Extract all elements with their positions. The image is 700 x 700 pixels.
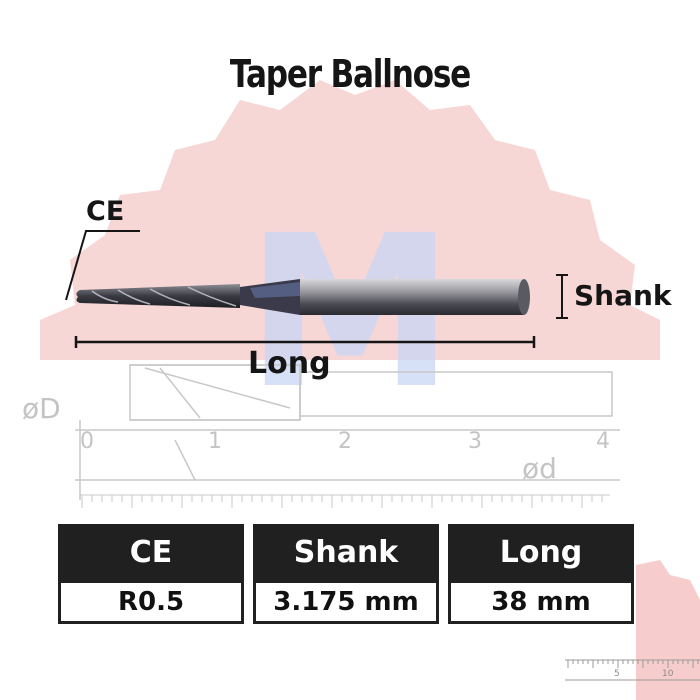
shank-label: Shank bbox=[574, 279, 672, 312]
technical-drawing bbox=[75, 364, 620, 500]
shank-dimension-bracket bbox=[556, 274, 568, 319]
ce-leader-line bbox=[65, 230, 140, 301]
scale-number-4: 4 bbox=[596, 429, 610, 454]
diameter-label-right: ød bbox=[522, 452, 557, 485]
tool-shank bbox=[300, 279, 530, 315]
table-value-ce: R0.5 bbox=[58, 580, 244, 624]
corner-scale-5: 5 bbox=[614, 669, 620, 679]
scale-number-1: 1 bbox=[208, 429, 222, 454]
diameter-label-left: øD bbox=[22, 392, 61, 425]
page-title: Taper Ballnose bbox=[229, 52, 471, 96]
table-header-long: Long bbox=[448, 524, 634, 580]
scale-number-3: 3 bbox=[468, 429, 482, 454]
ruler bbox=[80, 494, 610, 508]
table-header-shank: Shank bbox=[253, 524, 439, 580]
table-value-long: 38 mm bbox=[448, 580, 634, 624]
corner-gear-icon bbox=[636, 560, 700, 700]
spec-table: CE Shank Long R0.5 3.175 mm 38 mm bbox=[58, 524, 634, 624]
ce-label: CE bbox=[86, 196, 125, 227]
long-label: Long bbox=[248, 346, 331, 381]
long-dimension-line bbox=[74, 336, 536, 348]
scale-number-0: 0 bbox=[80, 429, 94, 454]
table-header-ce: CE bbox=[58, 524, 244, 580]
table-value-shank: 3.175 mm bbox=[253, 580, 439, 624]
corner-scale-10: 10 bbox=[662, 669, 674, 679]
corner-ruler bbox=[565, 659, 700, 681]
scale-number-2: 2 bbox=[338, 429, 352, 454]
